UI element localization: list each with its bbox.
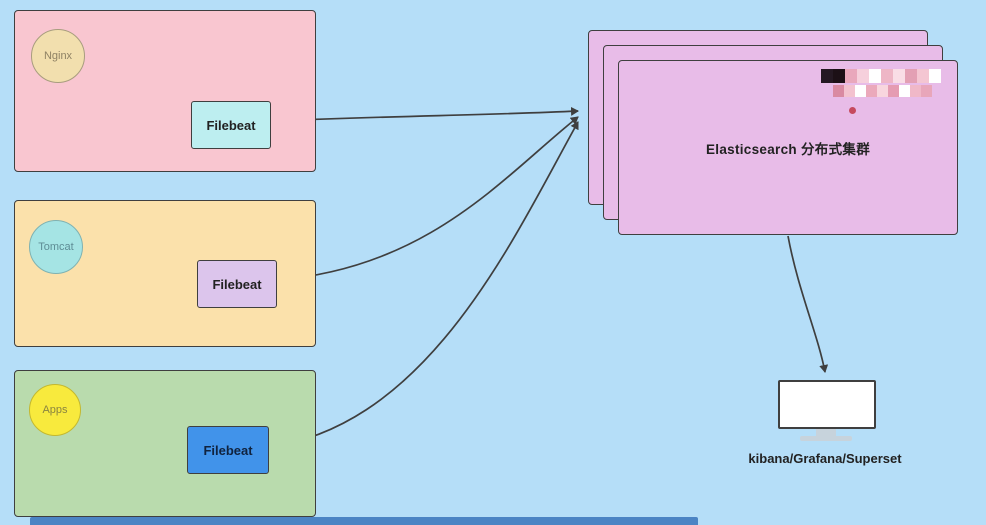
apps-filebeat-label: Filebeat: [203, 442, 253, 458]
apps-node[interactable]: Apps: [29, 384, 81, 436]
tomcat-node[interactable]: Tomcat: [29, 220, 83, 274]
apps-node-label: Apps: [42, 404, 68, 416]
output-tools-label: kibana/Grafana/Superset: [748, 451, 902, 466]
watermark-mosaic-row-1: [821, 69, 941, 83]
tomcat-filebeat-label: Filebeat: [212, 276, 262, 292]
arrow-filebeat1-to-es: [270, 106, 579, 122]
tomcat-filebeat-node[interactable]: Filebeat: [197, 260, 277, 308]
nginx-filebeat-label: Filebeat: [206, 117, 256, 133]
nginx-node[interactable]: Nginx: [31, 29, 85, 83]
nginx-group-box[interactable]: Nginx Filebeat: [14, 10, 316, 172]
tomcat-node-label: Tomcat: [38, 241, 74, 253]
es-cluster-label: Elasticsearch 分布式集群: [705, 141, 870, 157]
monitor-stand-neck: [816, 429, 836, 436]
watermark-red-dot: [849, 107, 856, 114]
nginx-filebeat-node[interactable]: Filebeat: [191, 101, 271, 149]
apps-filebeat-node[interactable]: Filebeat: [187, 426, 269, 474]
monitor-icon: [776, 380, 878, 442]
monitor-screen: [778, 380, 876, 429]
nginx-node-label: Nginx: [43, 50, 73, 62]
watermark-mosaic-row-2: [833, 85, 941, 97]
es-cluster-node[interactable]: Elasticsearch 分布式集群: [618, 60, 958, 235]
pixelated-watermark: [821, 69, 941, 114]
monitor-stand-base: [800, 436, 852, 441]
arrow-filebeat2-to-es: [276, 116, 579, 281]
apps-group-box[interactable]: Apps Filebeat: [14, 370, 316, 517]
bottom-strip-decoration: [30, 517, 698, 525]
arrow-es-to-monitor: [787, 235, 829, 373]
tomcat-group-box[interactable]: Tomcat Filebeat: [14, 200, 316, 347]
